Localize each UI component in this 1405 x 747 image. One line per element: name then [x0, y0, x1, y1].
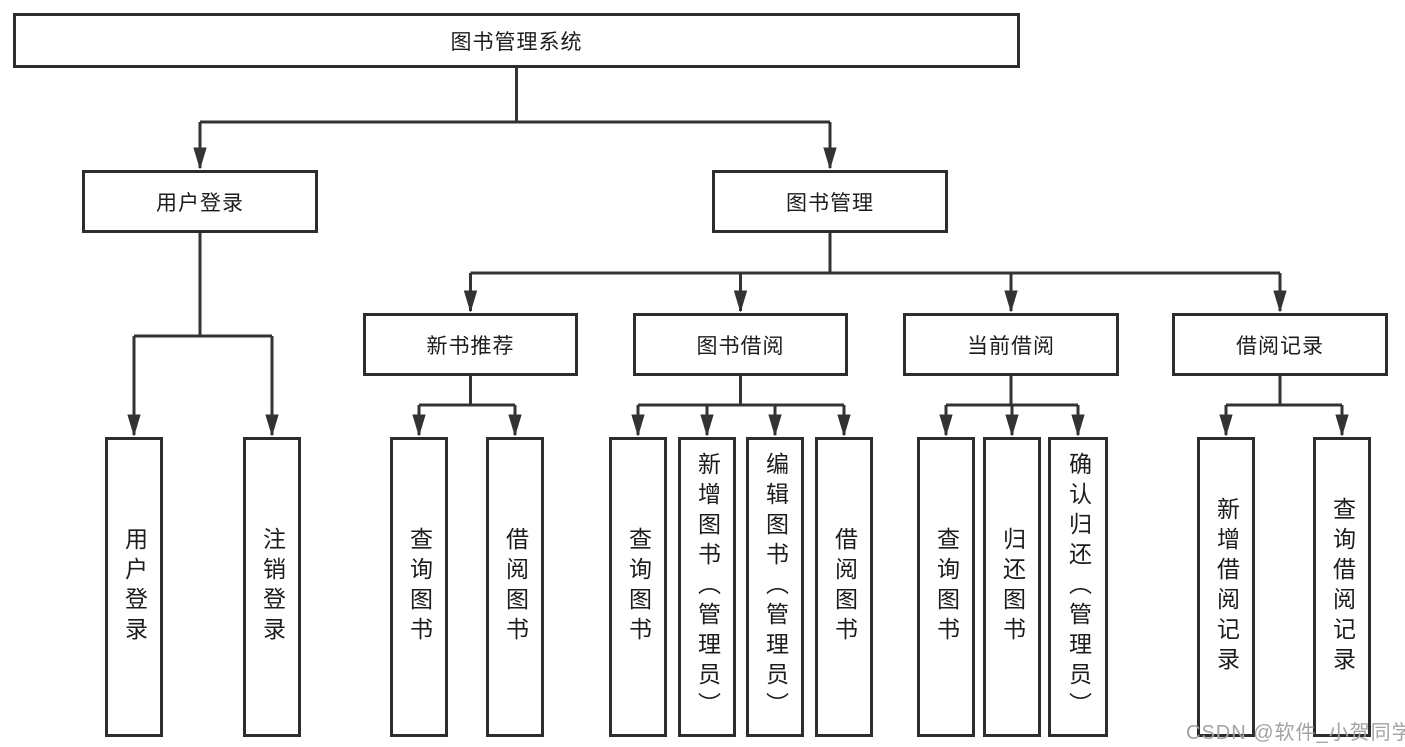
leaf-borrow-books-recommend: 借阅图书: [486, 437, 544, 737]
leaf-return-books: 归还图书: [983, 437, 1041, 737]
node-book-borrow: 图书借阅: [633, 313, 848, 376]
node-new-book-recommend: 新书推荐: [363, 313, 578, 376]
node-book-borrow-label: 图书借阅: [696, 334, 785, 358]
leaf-borrow-books: 借阅图书: [815, 437, 873, 737]
node-library-system-label: 图书管理系统: [450, 30, 583, 54]
node-borrow-records: 借阅记录: [1172, 313, 1388, 376]
node-book-management: 图书管理: [712, 170, 948, 233]
node-user-login-label: 用户登录: [156, 191, 244, 215]
leaf-add-books-admin: 新增图书（管理员）: [678, 437, 736, 737]
leaf-query-borrow-record: 查询借阅记录: [1313, 437, 1371, 737]
node-library-system: 图书管理系统: [13, 13, 1020, 68]
leaf-query-books-borrow: 查询图书: [609, 437, 667, 737]
leaf-logout: 注销登录: [243, 437, 301, 737]
leaf-add-borrow-record: 新增借阅记录: [1197, 437, 1255, 737]
node-new-book-recommend-label: 新书推荐: [426, 334, 515, 358]
node-current-borrow: 当前借阅: [903, 313, 1119, 376]
node-borrow-records-label: 借阅记录: [1236, 334, 1324, 358]
csdn-watermark: CSDN @软件_小贺同学: [1186, 722, 1405, 744]
node-current-borrow-label: 当前借阅: [967, 334, 1055, 358]
node-book-management-label: 图书管理: [786, 191, 874, 215]
leaf-query-books-recommend: 查询图书: [390, 437, 448, 737]
leaf-query-books-current: 查询图书: [917, 437, 975, 737]
leaf-edit-books-admin: 编辑图书（管理员）: [746, 437, 804, 737]
leaf-user-login: 用户登录: [105, 437, 163, 737]
node-user-login: 用户登录: [82, 170, 318, 233]
leaf-confirm-return-admin: 确认归还（管理员）: [1048, 437, 1108, 737]
